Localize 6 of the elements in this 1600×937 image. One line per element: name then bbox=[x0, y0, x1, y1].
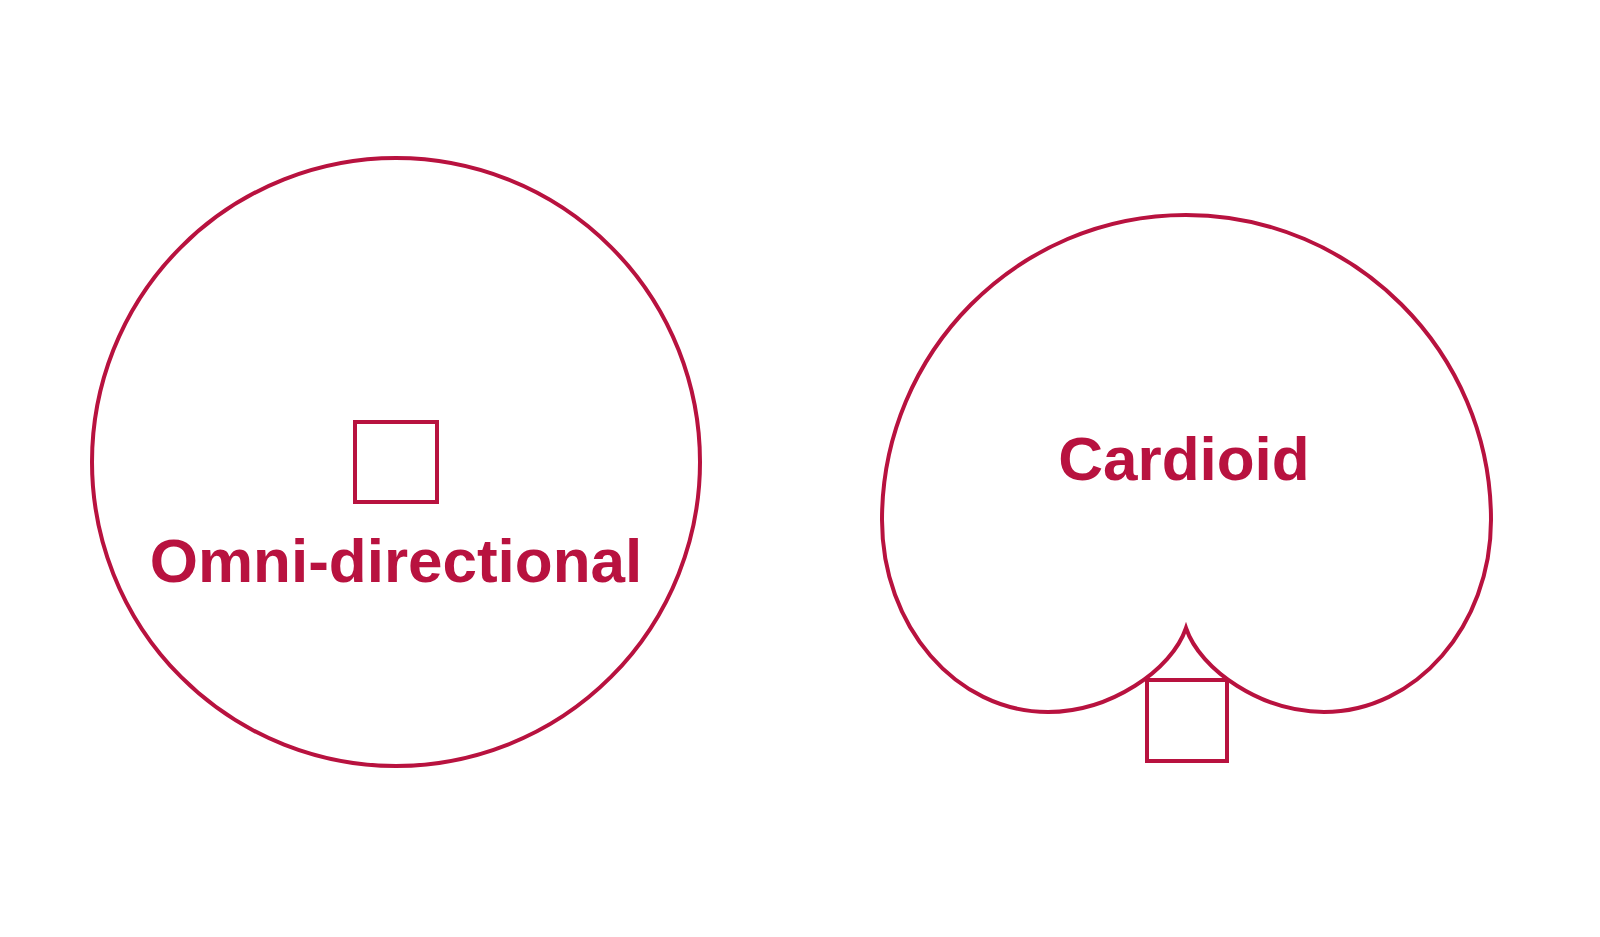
pattern-label: Cardioid bbox=[1058, 428, 1310, 490]
omnidirectional-pattern-circle bbox=[90, 156, 702, 768]
cardioid-pattern-outline bbox=[880, 213, 1493, 714]
microphone-square bbox=[1145, 678, 1229, 763]
microphone-square bbox=[353, 420, 439, 504]
pattern-label: Omni-directional bbox=[149, 530, 643, 592]
